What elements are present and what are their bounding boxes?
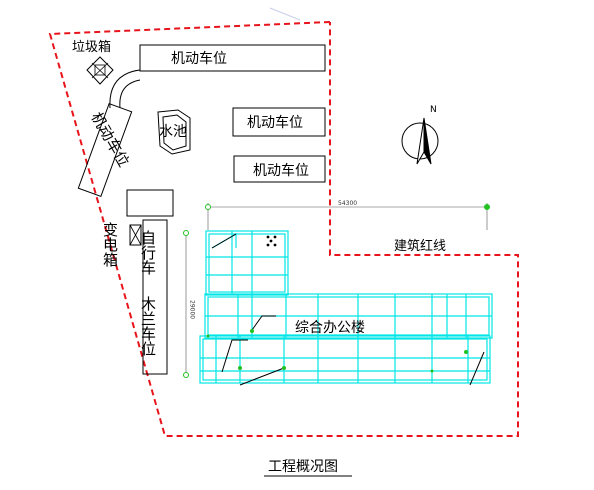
parking-mid-1-label: 机动车位 [247, 114, 303, 131]
top-faint-mark [269, 7, 301, 21]
parking-mid-1-box [232, 107, 326, 137]
building-markers [206, 329, 468, 373]
office-building-plan [199, 230, 493, 386]
road-curve-inner [119, 79, 141, 109]
parking-mid-2-box [233, 155, 326, 183]
parking-top-label: 机动车位 [171, 50, 227, 67]
substation-icon [129, 224, 142, 246]
parking-left-group [77, 102, 133, 198]
parking-left-text: 机动车位 [87, 109, 133, 170]
office-building-label: 综合办公楼 [295, 320, 365, 336]
parking-mid-2-label: 机动车位 [253, 162, 309, 179]
north-label: N [430, 105, 437, 115]
dimension-left-text: 29000 [189, 300, 196, 319]
bike-parking-label-left: 自行车 [139, 230, 157, 275]
bike-parking-box [142, 219, 168, 375]
north-arrow-icon [401, 117, 439, 165]
trash-bin-label: 垃圾箱 [72, 39, 111, 55]
substation-label: 变电箱 [101, 222, 119, 267]
dimension-top [205, 203, 490, 230]
pond-shape [157, 109, 191, 155]
parking-top-box [139, 44, 326, 72]
dimension-top-text: 54300 [338, 200, 357, 207]
road-curve [109, 69, 141, 109]
svg-text:机动车位: 机动车位 [87, 109, 133, 170]
dimension-left [183, 230, 189, 378]
trash-bin-icon [86, 56, 114, 85]
pond-label: 水池 [159, 124, 187, 140]
equipment-symbol-icon [266, 235, 277, 247]
bike-parking-label-right: 木兰车位 [139, 296, 157, 356]
building-red-line-boundary [48, 21, 519, 437]
diagram-caption: 工程概况图 [268, 459, 338, 475]
red-line-label: 建筑红线 [394, 238, 446, 254]
substation-box [126, 189, 174, 217]
